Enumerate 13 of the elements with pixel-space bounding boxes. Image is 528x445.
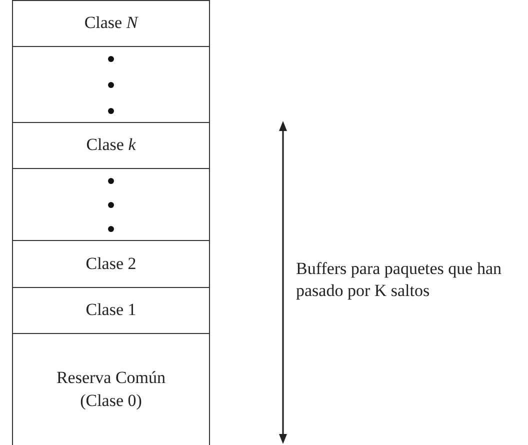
buffer-class-cell — [12, 287, 210, 333]
class-label: Clase k — [86, 134, 136, 156]
buffer-class-cell — [12, 333, 210, 445]
buffer-class-cell — [12, 240, 210, 287]
buffer-cell — [12, 168, 210, 240]
buffer-class-cell — [12, 122, 210, 168]
class-label: Clase 1 — [86, 299, 136, 322]
buffer-cell — [12, 46, 210, 122]
class-label: Clase 2 — [86, 252, 136, 275]
range-note: Buffers para paquetes que han pasado por K saltos — [296, 258, 502, 302]
class-label: Reserva Común (Clase 0) — [55, 367, 167, 412]
buffer-class-cell — [12, 0, 210, 46]
class-label: Clase N — [84, 12, 138, 34]
